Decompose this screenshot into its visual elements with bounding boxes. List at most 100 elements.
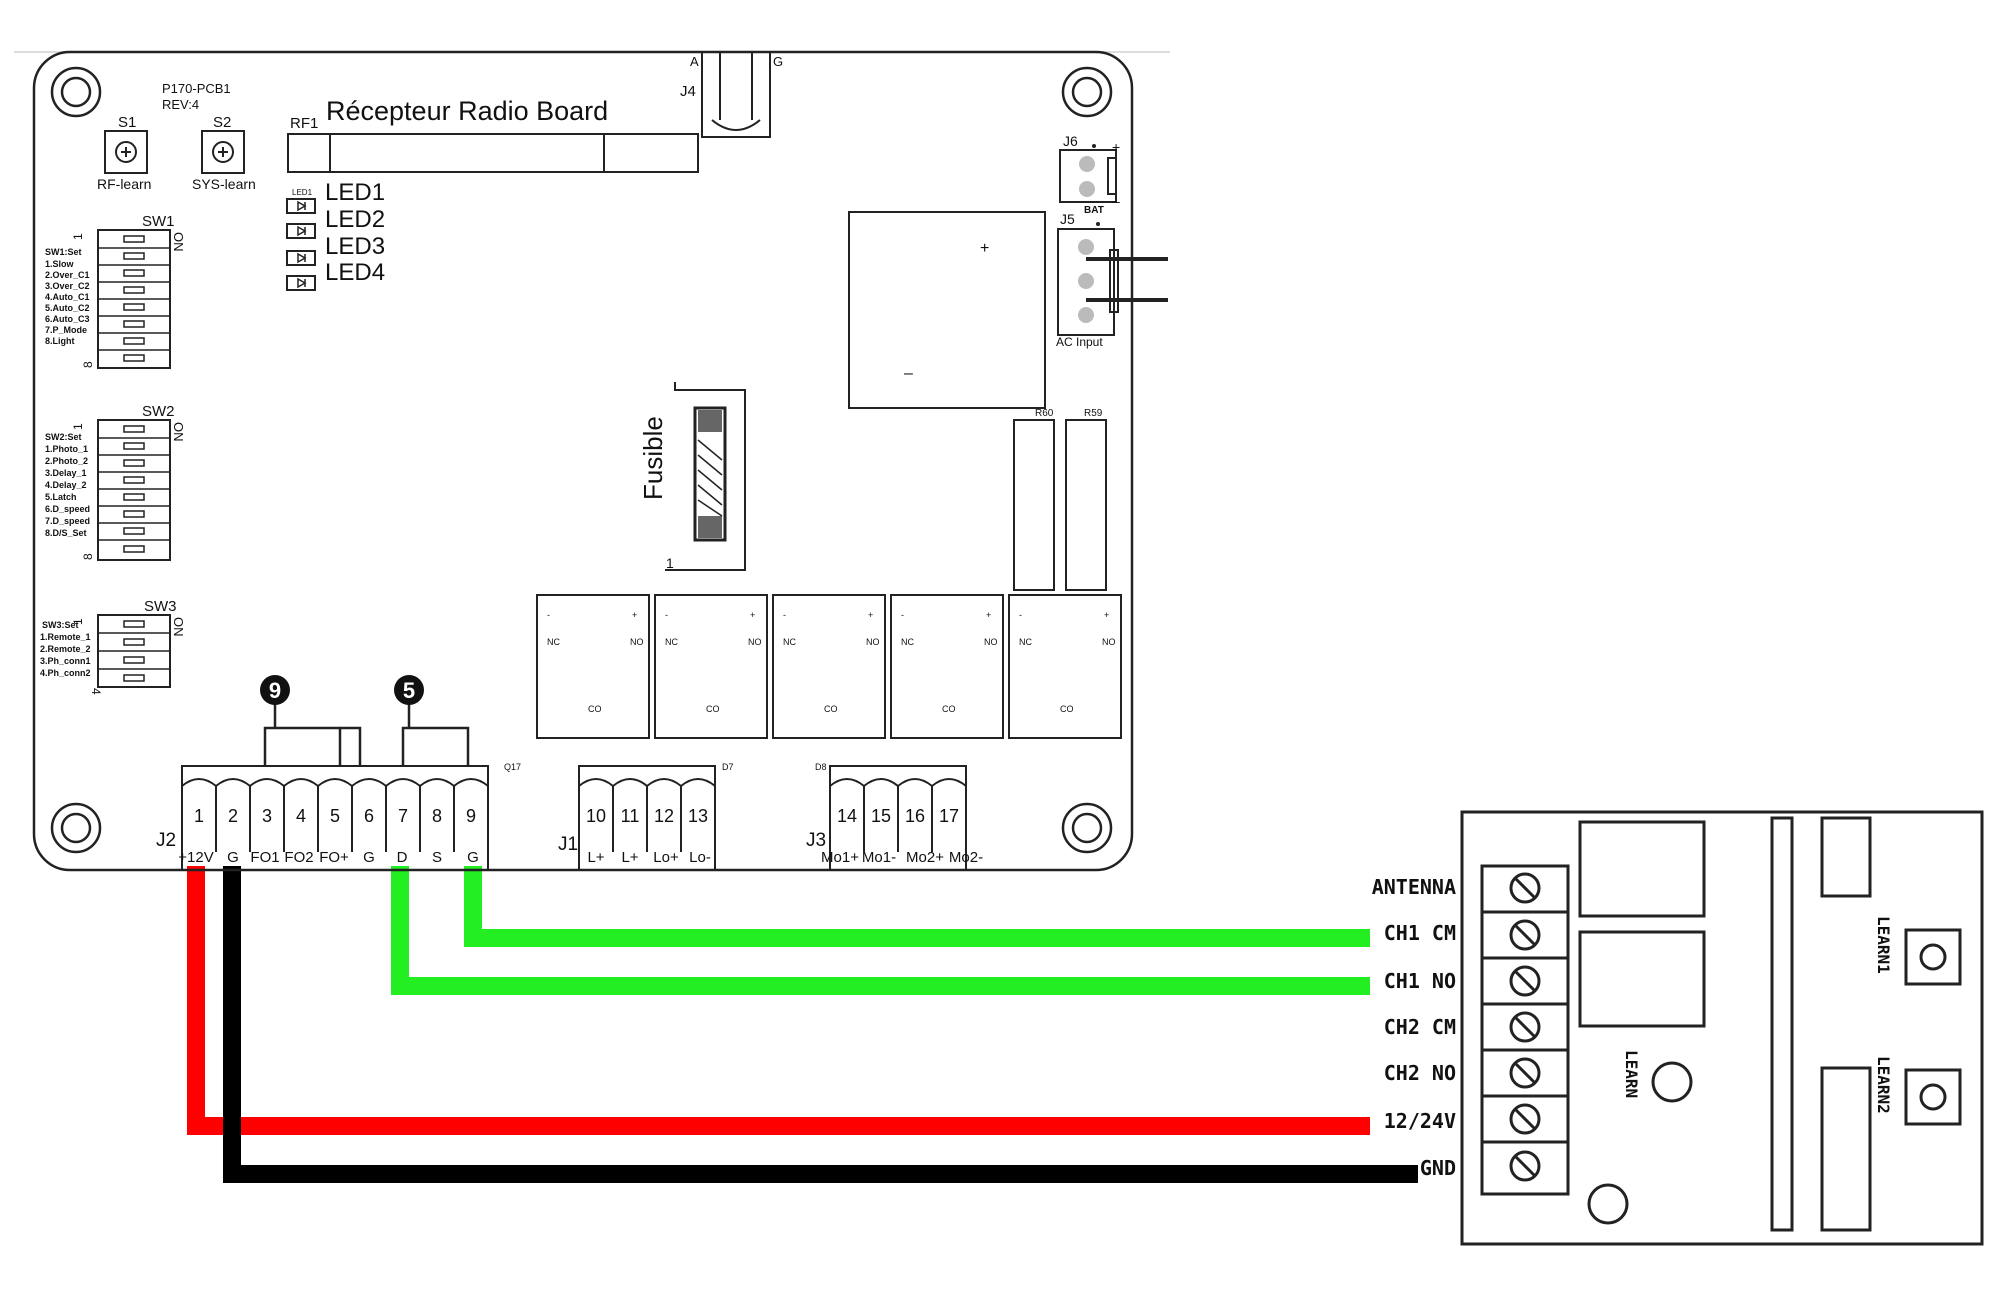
terminal-gnd: GND: [1420, 1156, 1456, 1180]
j3-pin: 15: [871, 806, 891, 826]
j2-pin-label: FO2: [284, 849, 313, 866]
j2-pin-label: G: [227, 849, 239, 866]
board-model: P170-PCB1: [162, 81, 231, 96]
relay-plus: +: [750, 610, 755, 620]
s1-label: S1: [118, 114, 136, 131]
callout-5: 5: [403, 678, 415, 703]
sw1-on: ON: [171, 232, 186, 252]
sw3-label: 1.Remote_1: [40, 632, 91, 642]
sw2-label: 5.Latch: [45, 492, 77, 502]
relay-plus: +: [632, 610, 637, 620]
d7-label: D7: [722, 762, 734, 772]
wires: [187, 866, 1418, 1183]
relay-nc: NC: [901, 637, 914, 647]
sw1-label: SW1:Set: [45, 247, 82, 257]
sw3-first: 1: [71, 618, 85, 625]
sw1-last: 8: [81, 361, 95, 368]
sw2-label: 6.D_speed: [45, 504, 90, 514]
sw1-label: 3.Over_C2: [45, 281, 90, 291]
sys-learn-button: [201, 130, 245, 174]
led-4-label: LED4: [325, 259, 385, 286]
j2-pin-label: G: [363, 849, 375, 866]
board-revision: REV:4: [162, 97, 199, 112]
j3-pin: 16: [905, 806, 925, 826]
j5-connector: [1057, 222, 1168, 336]
receiver-outline: [1460, 810, 1984, 1246]
mounting-hole: [50, 802, 102, 854]
sw3-label: 2.Remote_2: [40, 644, 91, 654]
relay-minus: -: [1019, 610, 1022, 620]
relay: [654, 594, 768, 739]
relay-co: CO: [824, 704, 838, 714]
terminal-ch1-cm: CH1 CM: [1384, 921, 1456, 945]
receiver-module: [1460, 810, 1984, 1246]
j2-pin: 3: [262, 806, 272, 826]
relay-bank: [536, 594, 1122, 739]
callout-9-badge: [260, 675, 290, 705]
j2-pin: 2: [228, 806, 238, 826]
j1-terminal-block: [578, 765, 716, 871]
sw2-first: 1: [71, 423, 85, 430]
power-minus: –: [904, 365, 913, 382]
led-indicators: [286, 198, 316, 291]
sw2-labels: SW2:Set 1.Photo_1 2.Photo_2 3.Delay_1 4.…: [45, 432, 90, 538]
s1-caption: RF-learn: [97, 176, 151, 192]
callout-9: 9: [269, 678, 281, 703]
relay-plus: +: [986, 610, 991, 620]
fuse-holder: [665, 382, 746, 571]
relay-minus: -: [665, 610, 668, 620]
sw3-title: SW3: [144, 598, 177, 615]
j3-pin-label: Mo1-: [862, 849, 896, 866]
terminal-12-24v: 12/24V: [1384, 1109, 1456, 1133]
led-4: [286, 275, 316, 291]
j6-plus: +: [1112, 139, 1120, 155]
receiver-terminal-labels: ANTENNA CH1 CM CH1 NO CH2 CM CH2 NO 12/2…: [1372, 875, 1456, 1180]
j6-connector: [1059, 144, 1117, 203]
relay-no: NO: [984, 637, 998, 647]
s2-label: S2: [213, 114, 231, 131]
relay-labels: - + NC NO CO - + NC NO CO - + NC NO CO -…: [547, 610, 1116, 714]
terminal-ch2-cm: CH2 CM: [1384, 1015, 1456, 1039]
sw2-label: 7.D_speed: [45, 516, 90, 526]
j3-label: J3: [806, 830, 826, 851]
sw2-last: 8: [81, 553, 95, 560]
j3-pin-labels: Mo1+ Mo1- Mo2+ Mo2-: [821, 849, 983, 866]
j1-pin-labels: L+ L+ Lo+ Lo-: [587, 849, 710, 866]
relay-nc: NC: [547, 637, 560, 647]
relay-minus: -: [783, 610, 786, 620]
j3-pin-numbers: 14 15 16 17: [837, 806, 959, 826]
relay-no: NO: [748, 637, 762, 647]
board-outline: [32, 50, 1134, 872]
led-2-label: LED2: [325, 206, 385, 233]
relay-co: CO: [706, 704, 720, 714]
j3-pin: 17: [939, 806, 959, 826]
relay-minus: -: [901, 610, 904, 620]
sw2-on: ON: [171, 422, 186, 442]
j2-pin: 7: [398, 806, 408, 826]
sw1-label: 7.P_Mode: [45, 325, 87, 335]
s2-caption: SYS-learn: [192, 176, 256, 192]
relay-nc: NC: [783, 637, 796, 647]
j1-pin-label: Lo+: [653, 849, 679, 866]
sw1-dip-switch: [97, 229, 171, 369]
led-3-label: LED3: [325, 233, 385, 260]
j2-label: J2: [156, 830, 176, 851]
sw3-label: SW3:Set: [42, 620, 79, 630]
sw1-label: 1.Slow: [45, 259, 75, 269]
j2-pin-numbers: 1 2 3 4 5 6 7 8 9: [194, 806, 476, 826]
relay-minus: -: [547, 610, 550, 620]
j1-pin: 12: [654, 806, 674, 826]
sw1-label: 8.Light: [45, 336, 75, 346]
mounting-hole: [50, 66, 102, 118]
callout-brackets: [263, 700, 470, 766]
sw3-last: 4: [89, 688, 103, 695]
rf-learn-button: [104, 130, 148, 174]
j2-pin-label: G: [467, 849, 479, 866]
j2-pin: 1: [194, 806, 204, 826]
j2-terminal-block: [181, 765, 489, 871]
learn-label: LEARN: [1622, 1050, 1641, 1098]
j4-a-label: A: [690, 54, 699, 69]
j1-pin-label: L+: [621, 849, 638, 866]
relay: [772, 594, 886, 739]
j2-pin-label: +12V: [178, 849, 213, 866]
